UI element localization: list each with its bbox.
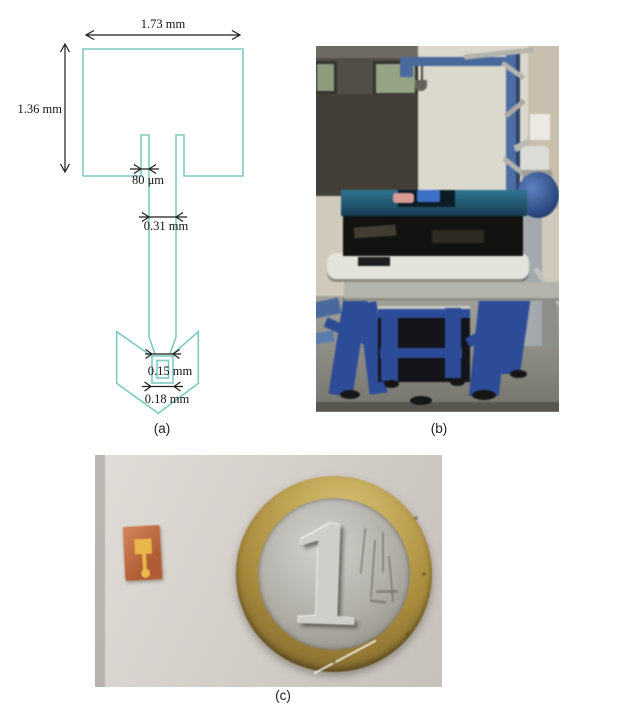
photo-shadow [95, 455, 105, 687]
frame-foot [340, 390, 360, 399]
hanging-lamp [415, 80, 427, 91]
wall-paper-sheet [530, 114, 550, 140]
panel-c-photo-prototype-coin: 1 [95, 455, 442, 687]
hanging-cord [421, 66, 423, 81]
window-1 [316, 61, 337, 94]
coin-speck [332, 660, 336, 664]
gantry-arm [402, 57, 520, 66]
coin-engraving-line [387, 556, 395, 602]
sample-object [393, 193, 414, 203]
one-euro-coin: 1 [236, 476, 432, 675]
chip-patch [134, 538, 153, 555]
width-arrow [84, 29, 242, 41]
floor-edge [316, 402, 559, 412]
chip-probe-pad [140, 568, 150, 579]
coin-speck [414, 516, 418, 520]
wall-left-top [316, 46, 418, 58]
fabricated-chip [122, 525, 163, 581]
label-tip-outer: 0.18 mm [144, 392, 190, 406]
label-patch-width: 1.73 mm [140, 17, 186, 31]
coin-numeral: 1 [285, 487, 367, 659]
caption-b: (b) [430, 421, 448, 436]
tip-inner-square [156, 359, 170, 379]
platform-slot [358, 257, 390, 266]
panel-b-photo-measurement-setup [316, 46, 559, 412]
frame-foot [510, 370, 527, 378]
coin-speck [422, 572, 426, 576]
shelf-rail [344, 282, 559, 301]
stage-detail [432, 230, 484, 243]
caption-a: (a) [153, 421, 171, 436]
label-tip-inner: 0.15 mm [147, 364, 193, 378]
gantry-arm-tip [400, 57, 413, 77]
frame-foot [472, 390, 496, 400]
label-patch-height: 1.36 mm [17, 102, 62, 116]
frame-leg [381, 313, 398, 381]
frame-foot [410, 396, 432, 405]
tip-outer-square [151, 355, 174, 384]
coin-engraving-line [376, 590, 398, 593]
side-equipment [538, 300, 557, 348]
microscope-body [521, 146, 549, 172]
patch-and-feedline-path [82, 48, 244, 355]
frame-foot [384, 380, 399, 388]
dimension-arrows [59, 29, 242, 392]
photo-c-layers: 1 [95, 455, 442, 687]
tip-inner-arrow [145, 349, 181, 359]
coin-speck [406, 632, 410, 636]
height-arrow [59, 42, 71, 174]
frame-leg [445, 308, 461, 378]
frame-crossbar [380, 348, 462, 358]
patch-outline [82, 48, 244, 415]
tip-outer-arrow [142, 381, 183, 392]
frame-foot [450, 378, 465, 386]
coin-engraving-line [369, 598, 387, 605]
caption-c: (c) [275, 688, 291, 703]
photo-b-layers [316, 46, 559, 412]
slot-width-arrow [130, 163, 159, 175]
label-feed-width: 0.31 mm [143, 219, 189, 233]
wall-left-lower [316, 94, 418, 196]
table-object [417, 190, 440, 202]
chevron-ground [115, 329, 200, 415]
label-slot-width: 80 μm [131, 173, 165, 187]
coin-engraving-line [382, 532, 384, 572]
coin-silver-core: 1 [258, 488, 410, 675]
antenna-schematic [59, 29, 244, 415]
panel-a-antenna-drawing: 1.73 mm 1.36 mm 80 μm 0.31 mm 0.15 mm 0.… [0, 0, 280, 445]
feed-width-arrow [139, 211, 187, 223]
